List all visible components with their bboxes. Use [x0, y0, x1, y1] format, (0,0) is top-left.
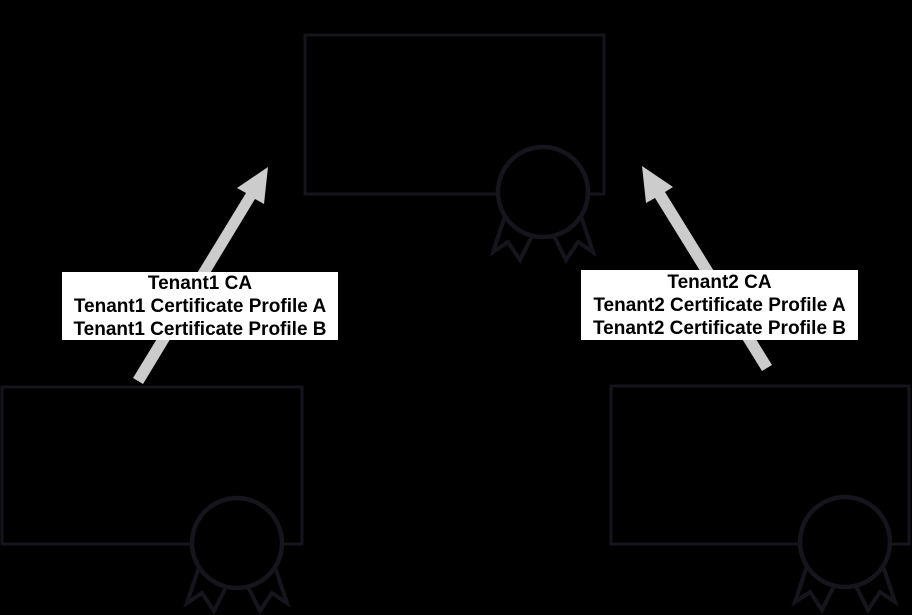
tenant2-ca-label-line: Tenant2 CA	[667, 271, 772, 293]
tenant1-certificate-box	[0, 385, 304, 546]
root-certificate-box	[303, 33, 606, 196]
tenant1-profile-b-label-line: Tenant1 Certificate Profile B	[73, 318, 327, 340]
tenant2-profile-label: Tenant2 CA Tenant2 Certificate Profile A…	[581, 270, 858, 340]
tenant1-profile-label: Tenant1 CA Tenant1 Certificate Profile A…	[62, 272, 338, 340]
tenant2-certificate-box	[609, 384, 911, 546]
tenant2-profile-b-label-line: Tenant2 Certificate Profile B	[592, 317, 847, 339]
tenant1-profile-a-label-line: Tenant1 Certificate Profile A	[73, 295, 327, 317]
tenant2-profile-a-label-line: Tenant2 Certificate Profile A	[593, 294, 846, 316]
tenant1-ca-label-line: Tenant1 CA	[147, 272, 253, 294]
